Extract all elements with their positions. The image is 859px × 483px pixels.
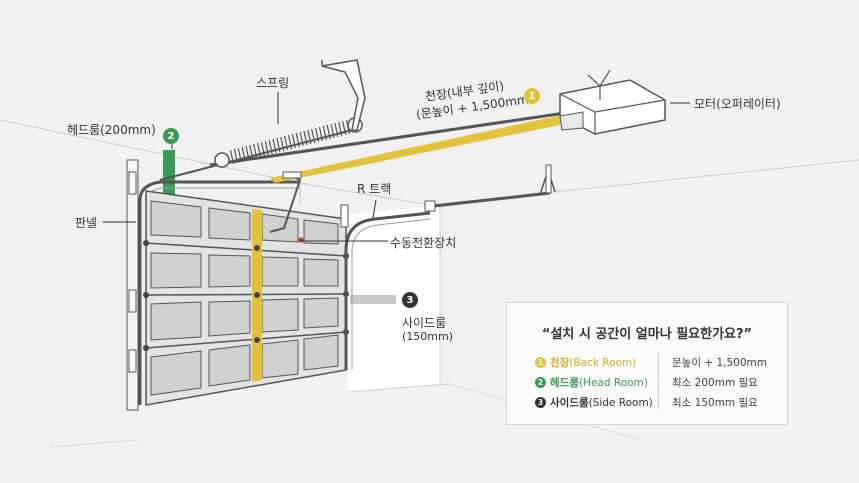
headroom-marker-two: 2 xyxy=(163,128,179,144)
info-row-headroom: 2 헤드룸(Head Room) xyxy=(535,375,648,390)
space-requirements-box: “설치 시 공간이 얼마나 필요한가요?” 1 천장(Back Room) 문높… xyxy=(506,302,788,425)
bracket xyxy=(128,289,137,313)
row-sub: (Side Room) xyxy=(588,396,653,409)
bracket xyxy=(128,171,137,195)
ceiling-track xyxy=(424,191,551,209)
row-name: 사이드룸 xyxy=(550,397,589,409)
ceiling-marker-one: 1 xyxy=(524,88,540,104)
panel-seam xyxy=(145,293,347,296)
panel-seam xyxy=(145,331,347,349)
bracket xyxy=(340,204,349,228)
left-jamb xyxy=(126,159,139,411)
side-room-marker xyxy=(350,295,396,304)
ceiling-left-line xyxy=(0,119,301,184)
sideroom-label-line2: (150mm) xyxy=(402,330,454,343)
ceiling-mid-line xyxy=(299,182,431,206)
right-track-inner xyxy=(351,218,431,370)
info-divider xyxy=(658,353,659,409)
track-hanger-bar xyxy=(545,164,552,194)
row-number-1: 1 xyxy=(535,357,546,368)
spring-bracket xyxy=(321,59,366,131)
manual-release-dot xyxy=(298,237,304,243)
sideroom-marker-three: 3 xyxy=(402,292,418,308)
right-track xyxy=(344,211,431,370)
row-name: 헤드룸 xyxy=(550,377,579,389)
head-room-marker xyxy=(163,150,175,194)
row-value: 최소 150mm 필요 xyxy=(672,397,758,409)
torsion-spring xyxy=(229,119,351,165)
floor-left-line xyxy=(49,439,141,448)
panel-windows xyxy=(150,200,339,396)
info-row-sideroom: 3 사이드룸(Side Room) xyxy=(535,395,653,410)
ceiling-depth-marker xyxy=(270,115,565,183)
r-track-label: R 트랙 xyxy=(357,182,392,196)
row-value: 문높이 + 1,500mm xyxy=(672,357,767,369)
drum xyxy=(214,152,230,168)
motor-unit xyxy=(559,69,666,135)
row-number-3: 3 xyxy=(535,397,546,408)
row-sub: (Back Room) xyxy=(569,356,637,369)
spring-label: 스프링 xyxy=(256,76,290,90)
panel-seam xyxy=(145,242,347,257)
panel-label: 판넬 xyxy=(75,216,98,230)
opener-rail xyxy=(209,111,566,167)
trolley xyxy=(282,171,302,179)
row-value: 최소 200mm 필요 xyxy=(672,377,758,389)
roller xyxy=(424,200,436,212)
row-sub: (Head Room) xyxy=(578,376,648,389)
motor-label: 모터(오퍼레이터) xyxy=(694,97,781,111)
sideroom-label-line1: 사이드룸 xyxy=(402,316,447,330)
bracket xyxy=(128,349,137,373)
info-row-ceiling: 1 천장(Back Room) xyxy=(535,355,636,370)
info-title: “설치 시 공간이 얼마나 필요한가요?” xyxy=(541,327,753,342)
row-name: 천장 xyxy=(550,357,570,369)
headroom-label: 헤드룸(200mm) xyxy=(67,123,156,137)
row-number-2: 2 xyxy=(535,377,546,388)
manual-release-label: 수동전환장치 xyxy=(390,236,457,250)
left-track xyxy=(138,180,300,405)
floor-right-line xyxy=(347,383,451,393)
